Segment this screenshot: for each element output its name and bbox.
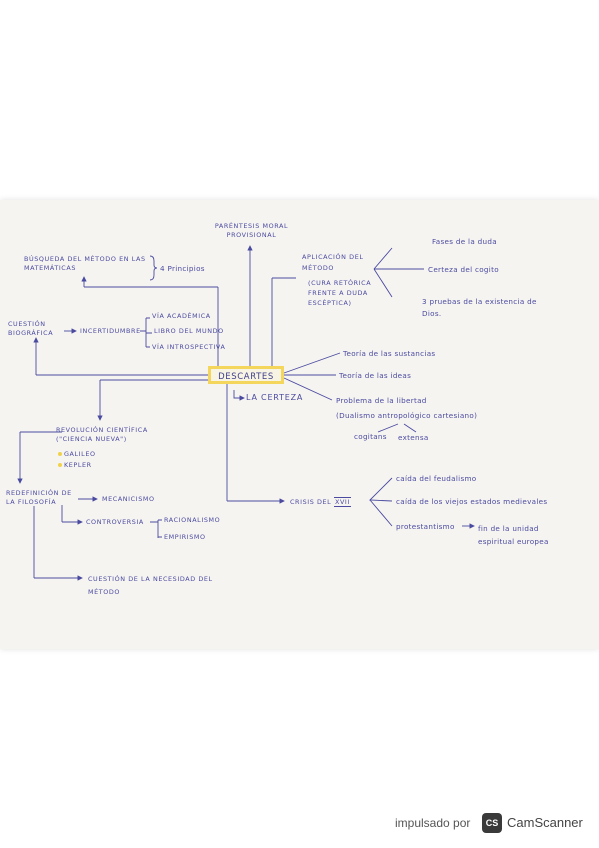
teoria-sustancias-label: Teoría de las sustancias [343, 349, 436, 358]
libro-mundo-label: LIBRO DEL MUNDO [154, 327, 224, 335]
caida-estados-label: caída de los viejos estados medievales [396, 497, 548, 506]
protestantismo-label: protestantismo [396, 522, 455, 531]
camscanner-brand: CamScanner [507, 815, 583, 830]
dualismo-label: (Dualismo antropológico cartesiano) [336, 411, 478, 420]
fin-unidad-label: fin de la unidad espiritual europea [478, 524, 549, 546]
aplicacion-metodo-label: APLICACIÓN DEL MÉTODO [302, 253, 364, 272]
parentesis-moral-label: PARÉNTESIS MORAL PROVISIONAL [214, 222, 289, 239]
controversia-label: CONTROVERSIA [86, 518, 144, 526]
galileo-bullet [58, 452, 62, 456]
redefinicion-filosofia-label: REDEFINICIÓN DE LA FILOSOFÍA [6, 489, 72, 506]
powered-by-text: impulsado por [395, 816, 471, 830]
la-certeza-label: LA CERTEZA [246, 393, 304, 402]
cuatro-principios-label: 4 Principios [160, 264, 205, 273]
fases-duda-label: Fases de la duda [432, 237, 497, 246]
galileo-label: GALILEO [64, 450, 96, 458]
camscanner-logo-icon: CS [482, 813, 502, 833]
crisis-text: CRISIS DEL [290, 498, 332, 506]
connector-lines [17, 245, 475, 581]
kepler-bullet [58, 463, 62, 467]
cuestion-biografica-label: CUESTIÓN BIOGRÁFICA [8, 320, 54, 337]
cura-retorica-label: (CURA RETÓRICA FRENTE A DUDA ESCÉPTICA) [308, 279, 372, 307]
pruebas-dios-label: 3 pruebas de la existencia de Dios. [422, 297, 537, 318]
incertidumbre-label: INCERTIDUMBRE [80, 327, 141, 335]
caida-feudalismo-label: caída del feudalismo [396, 474, 477, 483]
cuestion-necesidad-label: CUESTIÓN DE LA NECESIDAD DEL MÉTODO [88, 575, 213, 596]
center-node-descartes: DESCARTES [208, 366, 284, 384]
extensa-label: extensa [398, 433, 429, 442]
mind-map-sheet: PARÉNTESIS MORAL PROVISIONAL BÚSQUEDA DE… [0, 200, 599, 649]
teoria-ideas-label: Teoría de las ideas [339, 371, 412, 380]
racionalismo-label: RACIONALISMO [164, 516, 221, 524]
empirismo-label: EMPIRISMO [164, 533, 206, 541]
mecanicismo-label: MECANICISMO [102, 495, 155, 503]
kepler-label: KEPLER [64, 461, 92, 469]
cogitans-label: cogitans [354, 432, 387, 441]
crisis-century: XVII [333, 497, 351, 507]
center-label: DESCARTES [218, 372, 274, 382]
via-academica-label: VÍA ACADÉMICA [152, 312, 211, 320]
problema-libertad-label: Problema de la libertad [336, 396, 427, 405]
busqueda-metodo-label: BÚSQUEDA DEL MÉTODO EN LAS MATEMÁTICAS [24, 255, 146, 272]
revolucion-cientifica-label: REVOLUCIÓN CIENTÍFICA ("CIENCIA NUEVA") [56, 426, 148, 443]
crisis-label: CRISIS DEL XVII [290, 497, 351, 507]
via-introspectiva-label: VÍA INTROSPECTIVA [152, 343, 226, 351]
certeza-cogito-label: Certeza del cogito [428, 265, 499, 274]
